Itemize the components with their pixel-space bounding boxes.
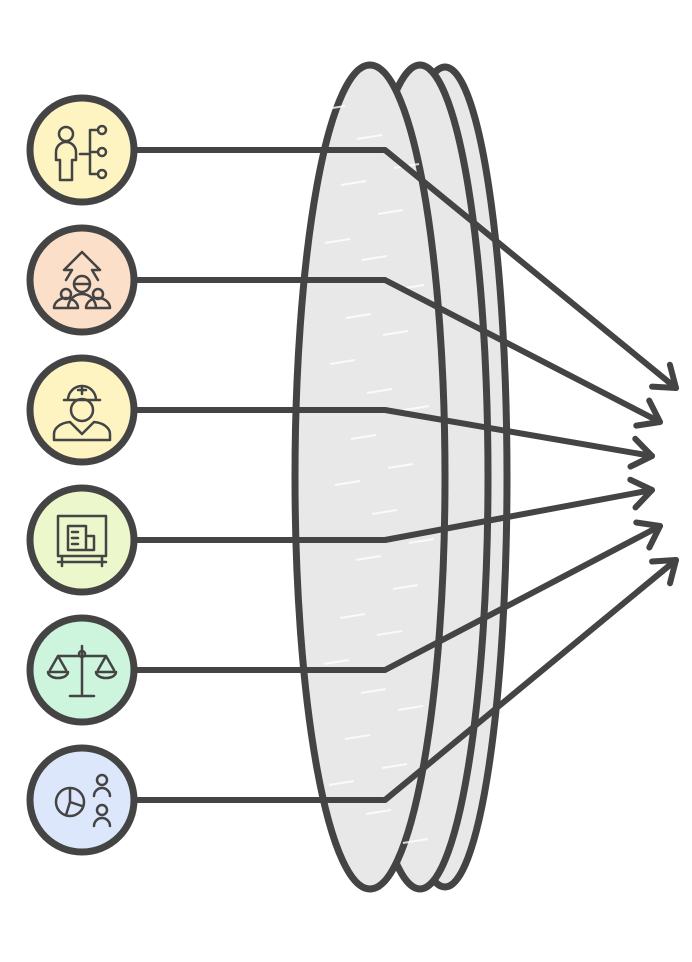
lens-highlight: [361, 255, 388, 261]
lens-highlight: [356, 134, 383, 140]
input-circle: [26, 354, 138, 466]
lens-highlight: [382, 330, 409, 336]
lens-highlight: [402, 838, 429, 844]
arrowhead-icon: [633, 397, 663, 429]
lens-highlight: [377, 209, 404, 215]
lens-highlight: [397, 705, 424, 711]
lens-highlight: [334, 480, 361, 486]
arrowhead-icon: [649, 361, 679, 391]
lens-highlight: [355, 555, 382, 561]
lens-highlight: [371, 509, 398, 515]
lens-highlight: [366, 388, 393, 394]
input-5: [26, 519, 663, 726]
building-document-icon: [56, 514, 108, 568]
input-circle: [26, 744, 138, 856]
lens-highlight: [319, 105, 346, 111]
ray-line: [132, 487, 655, 543]
lens-highlight: [323, 659, 350, 665]
lens-highlight: [344, 734, 371, 740]
ray-line: [132, 557, 679, 803]
ray-line: [132, 407, 655, 459]
lens-highlight: [360, 688, 387, 694]
arrowhead-icon: [627, 476, 655, 511]
lens-highlight: [403, 405, 430, 411]
worker-hardhat-icon: [52, 384, 112, 442]
ray-line: [132, 147, 679, 391]
lens-highlight: [392, 584, 419, 590]
input-circle: [26, 224, 138, 336]
ray-line: [132, 523, 663, 673]
arrowhead-icon: [627, 435, 655, 470]
arrowhead-icon: [633, 519, 663, 551]
input-3: [26, 354, 655, 470]
lens-highlight: [339, 613, 366, 619]
ray-line: [132, 277, 663, 425]
lens: [291, 61, 511, 893]
lens-highlight: [324, 238, 351, 244]
team-growth-arrow-icon: [52, 250, 112, 310]
lens-front: [291, 61, 449, 893]
lens-highlight: [340, 180, 367, 186]
person-network-icon: [54, 124, 108, 182]
lens-highlight: [329, 359, 356, 365]
input-4: [26, 476, 655, 596]
lens-highlight: [381, 763, 408, 769]
input-6: [26, 557, 679, 856]
lens-highlight: [408, 538, 435, 544]
lens-highlight: [376, 630, 403, 636]
input-1: [26, 94, 679, 391]
lens-highlight: [350, 434, 377, 440]
lens-highlight: [365, 809, 392, 815]
input-2: [26, 224, 663, 429]
input-circle: [26, 94, 138, 206]
arrowhead-icon: [649, 557, 679, 587]
lens-highlight: [345, 313, 372, 319]
input-circle: [26, 484, 138, 596]
lens-highlight: [387, 463, 414, 469]
lens-highlight: [328, 780, 355, 786]
pie-chart-people-icon: [54, 773, 112, 828]
balance-scale-icon: [46, 644, 118, 698]
